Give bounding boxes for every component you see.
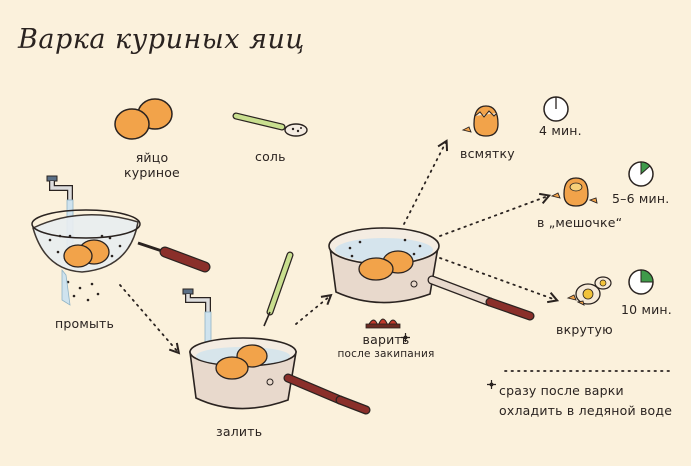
salt-spoon-icon <box>232 112 308 137</box>
soft-boiled-egg-icon <box>461 105 499 137</box>
egg-label-line1: яйцо <box>135 150 169 165</box>
medium-boiled-egg-icon <box>550 177 598 207</box>
timer-4-min-icon <box>543 96 569 122</box>
egg-label-line2: куриное <box>124 165 180 180</box>
colander-icon <box>31 175 211 306</box>
note-line2: охладить в ледяной воде <box>499 403 673 418</box>
step-boil-line2: после закипания <box>337 348 435 360</box>
pan-pour-icon <box>182 251 371 415</box>
hard-boiled-egg-icon <box>566 276 612 306</box>
result-soft-time: 4 мин. <box>539 123 582 138</box>
page-title: Варка куриных яиц <box>18 24 305 55</box>
note-line1: сразу после варки <box>499 383 624 398</box>
pan-boil-icon <box>328 227 535 342</box>
step-pour-label: залить <box>216 424 263 439</box>
step-boil-label: варить после закипания <box>330 332 442 362</box>
step-wash-label: промыть <box>55 316 115 331</box>
salt-label: соль <box>255 149 286 164</box>
egg-label: яйцо куриное <box>112 150 192 180</box>
step-boil-line1: варить <box>362 332 410 347</box>
result-hard-time: 10 мин. <box>621 302 672 317</box>
note-star-icon <box>487 380 496 389</box>
flame-icon <box>365 318 401 329</box>
timer-5-6-min-icon <box>628 161 654 187</box>
result-hard-label: вкрутую <box>556 322 613 337</box>
eggs-icon <box>114 98 173 140</box>
result-medium-label: в „мешочке“ <box>537 215 623 230</box>
result-medium-time: 5–6 мин. <box>612 191 670 206</box>
timer-10-min-icon <box>628 269 654 295</box>
result-soft-label: всмятку <box>460 146 515 161</box>
flow-arrows <box>119 139 673 372</box>
